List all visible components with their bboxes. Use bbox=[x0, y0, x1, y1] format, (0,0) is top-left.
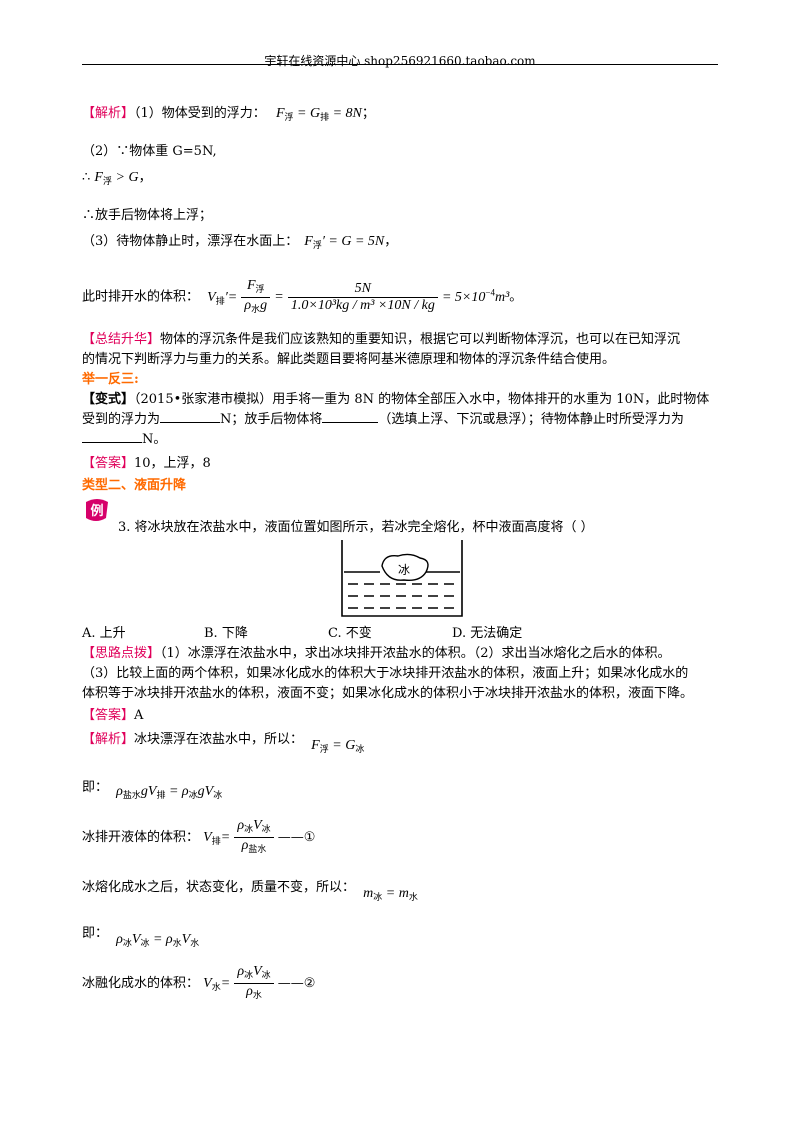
example-badge-icon: 例 bbox=[84, 498, 110, 522]
option-d: D. 无法确定 bbox=[452, 626, 523, 641]
svg-text:例: 例 bbox=[90, 503, 103, 519]
analysis2-line1: 【解析】冰块漂浮在浓盐水中，所以： F浮 = G冰 bbox=[82, 732, 365, 754]
buoyancy-equation: F浮 = G排 = 8N bbox=[275, 106, 362, 122]
summary-line1: 【总结升华】物体的浮沉条件是我们应该熟知的重要知识，根据它可以判断物体浮沉，也可… bbox=[82, 332, 681, 347]
option-c: C. 不变 bbox=[328, 626, 372, 641]
analysis1-line3: ∴ F浮 > G， bbox=[82, 170, 152, 186]
answer-tag: 【答案】 bbox=[82, 456, 135, 471]
analysis2-line2: 即： ρ盐水gV排 = ρ冰gV冰 bbox=[82, 780, 223, 800]
variant-tag: 【变式】 bbox=[82, 392, 135, 407]
analysis1-line2: （2）∵物体重 G=5N, bbox=[82, 144, 217, 159]
analysis2-line4: 冰熔化成水之后，状态变化，质量不变，所以： m冰 = m水 bbox=[82, 880, 418, 902]
page-header: 宇轩在线资源中心 shop256921660.taobao.com bbox=[264, 54, 536, 68]
juyi-heading: 举一反三: bbox=[82, 372, 139, 387]
option-a: A. 上升 bbox=[82, 626, 126, 641]
hint-line2: （3）比较上面的两个体积，如果冰化成水的体积大于冰块排开浓盐水的体积，液面上升；… bbox=[82, 666, 689, 681]
hint-line1: 【思路点拨】（1）冰漂浮在浓盐水中，求出冰块排开浓盐水的体积。（2）求出当冰熔化… bbox=[82, 646, 671, 661]
ice-block bbox=[381, 553, 429, 582]
beaker-figure: 冰 bbox=[340, 538, 464, 622]
header-rule bbox=[82, 64, 718, 65]
hint-line3: 体积等于冰块排开浓盐水的体积，液面不变；如果冰化成水的体积小于冰块排开浓盐水的体… bbox=[82, 686, 694, 701]
variant-line3: N。 bbox=[82, 430, 166, 450]
analysis1-line1: 【解析】（1）物体受到的浮力： F浮 = G排 = 8N； bbox=[82, 106, 375, 122]
analysis1-line4: ∴放手后物体将上浮； bbox=[82, 208, 213, 223]
blank-1 bbox=[160, 422, 221, 423]
analysis-tag: 【解析】 bbox=[82, 106, 135, 121]
question-3: 3. 将冰块放在浓盐水中，液面位置如图所示，若冰完全熔化，杯中液面高度将（ ） bbox=[118, 520, 594, 535]
type2-heading: 类型二、液面升降 bbox=[82, 478, 187, 493]
answer2-line: 【答案】A bbox=[82, 708, 144, 723]
analysis2-line5: 即： ρ冰V冰 = ρ水V水 bbox=[82, 926, 200, 948]
variant-line1: 【变式】（2015•张家港市模拟）用手将一重为 8N 的物体全部压入水中，物体排… bbox=[82, 392, 710, 407]
option-b: B. 下降 bbox=[204, 626, 248, 641]
blank-3 bbox=[82, 442, 142, 443]
hint-tag: 【思路点拨】 bbox=[82, 646, 161, 661]
blank-2 bbox=[322, 422, 379, 423]
summary-line2: 的情况下判断浮力与重力的关系。解此类题目要将阿基米德原理和物体的浮沉条件结合使用… bbox=[82, 352, 616, 367]
summary-tag: 【总结升华】 bbox=[82, 332, 161, 347]
analysis1-line5: （3）待物体静止时，漂浮在水面上：F浮′ = G = 5N， bbox=[82, 234, 398, 250]
answer1-line: 【答案】10，上浮，8 bbox=[82, 456, 211, 471]
ice-label: 冰 bbox=[398, 563, 410, 577]
